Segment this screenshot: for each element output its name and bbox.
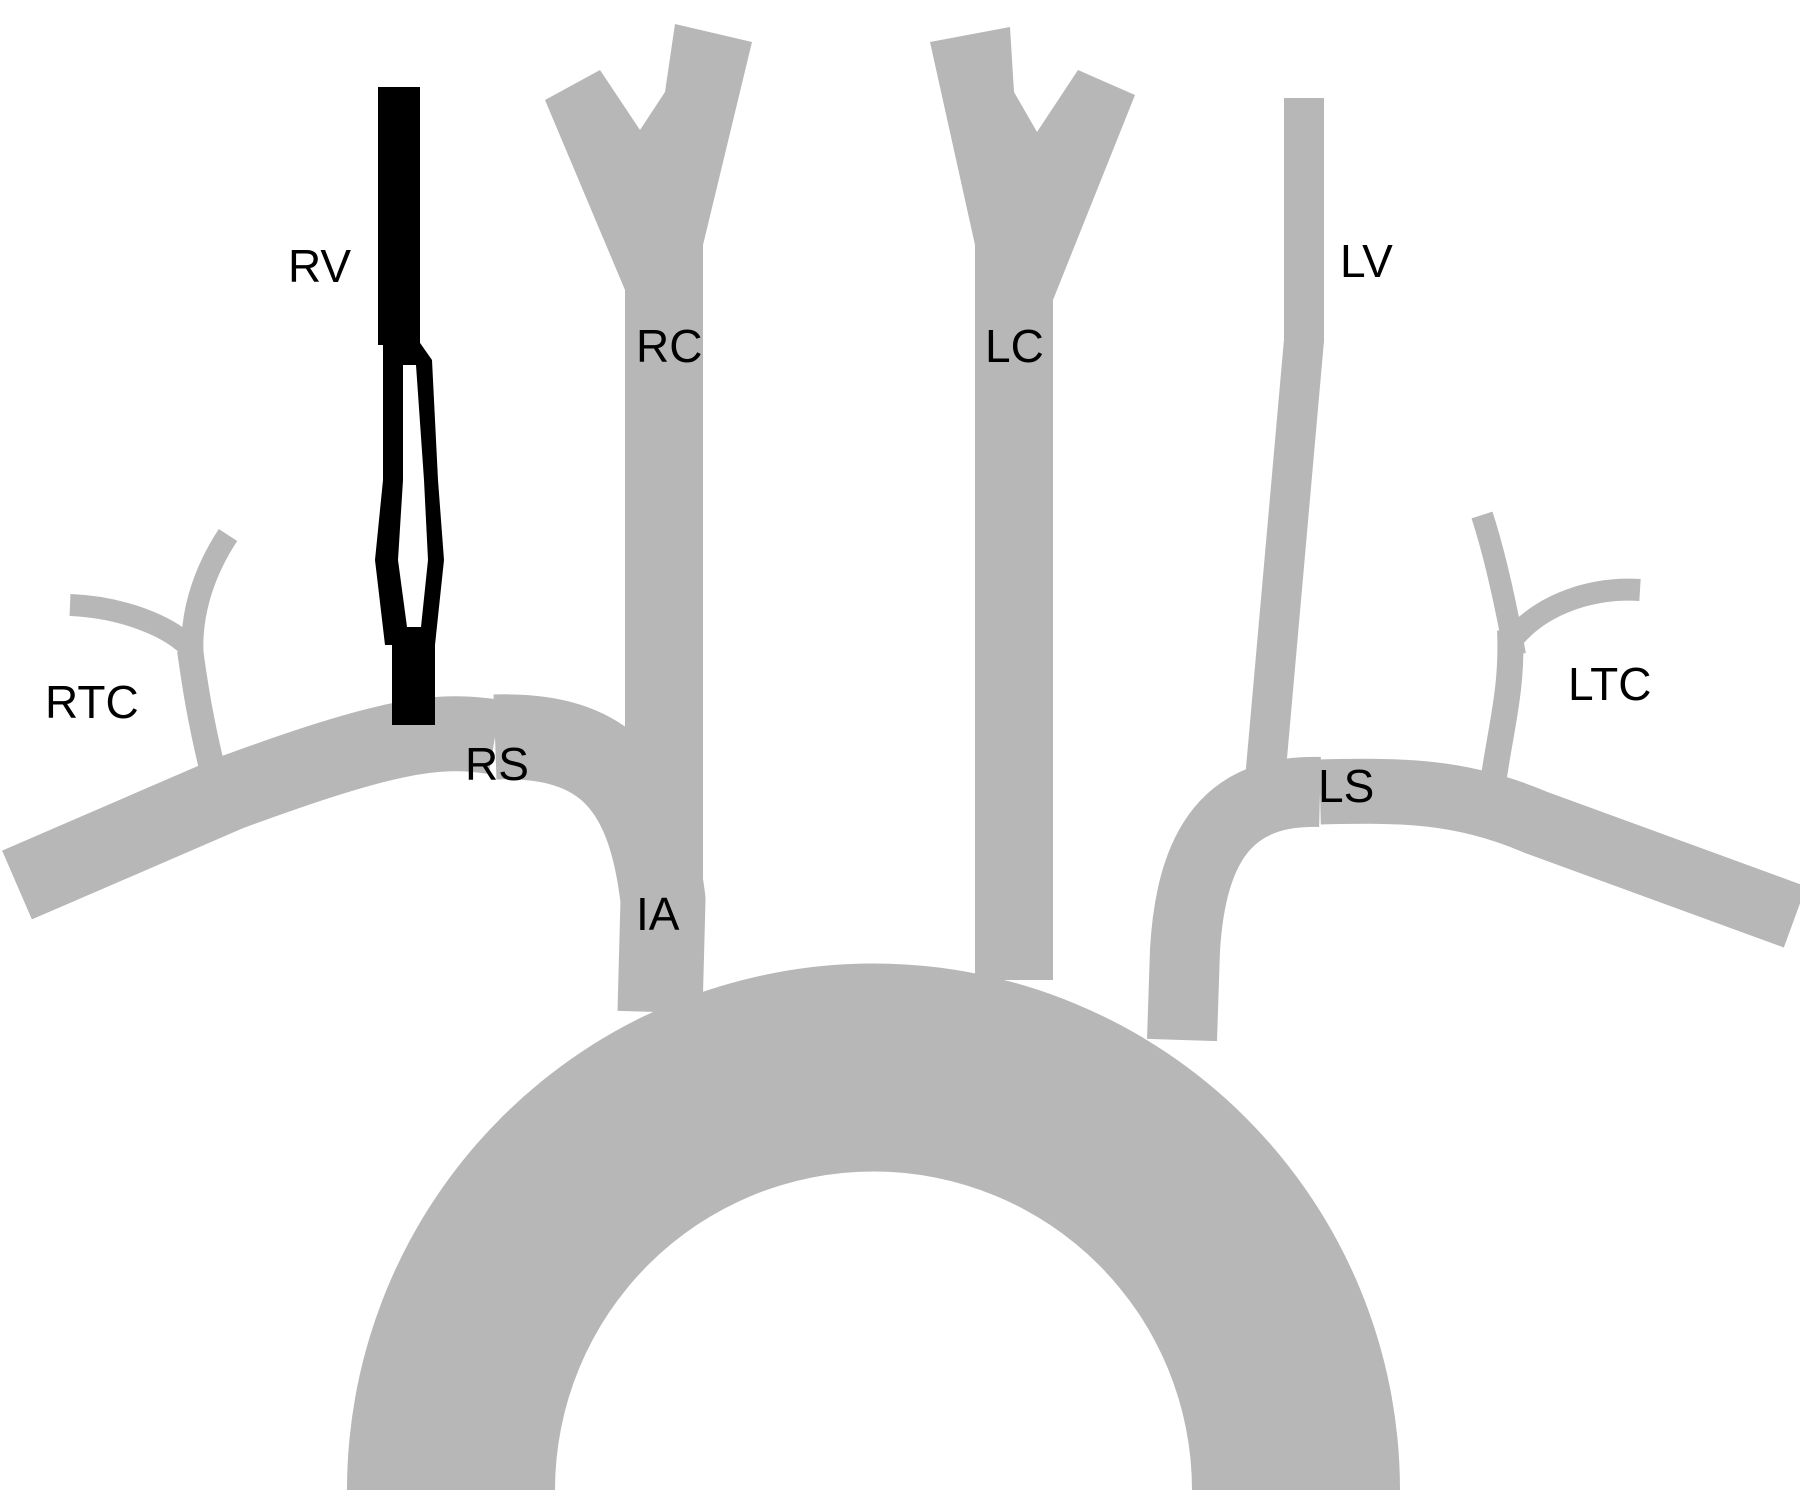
- left-subclavian-artery-distal: [1319, 758, 1800, 948]
- left-carotid-trunk: [975, 240, 1053, 980]
- right-vertebral-artery-irregular-segment: [375, 340, 444, 645]
- right-vertebral-artery-lower: [392, 640, 435, 725]
- innominate-artery: [493, 694, 706, 1014]
- label-rc: RC: [636, 320, 702, 372]
- right-thyrocervical-branch-lower: [69, 594, 201, 658]
- label-ltc: LTC: [1568, 658, 1652, 710]
- left-carotid-fork: [930, 27, 1135, 300]
- label-ia: IA: [636, 888, 680, 940]
- aortic-arch: [347, 963, 1400, 1490]
- label-rtc: RTC: [45, 676, 139, 728]
- left-thyrocervical-branch-lower: [1503, 578, 1641, 648]
- label-lc: LC: [985, 320, 1044, 372]
- label-lv: LV: [1340, 235, 1393, 287]
- right-vertebral-artery-upper: [378, 87, 420, 345]
- left-subclavian-artery: [1147, 756, 1321, 1042]
- label-rv: RV: [288, 240, 351, 292]
- label-ls: LS: [1318, 760, 1374, 812]
- label-rs: RS: [465, 738, 529, 790]
- right-thyrocervical-branch-upper: [181, 528, 238, 677]
- left-vertebral-artery: [1245, 98, 1324, 782]
- right-carotid-fork: [545, 24, 752, 290]
- right-subclavian-artery: [2, 696, 502, 920]
